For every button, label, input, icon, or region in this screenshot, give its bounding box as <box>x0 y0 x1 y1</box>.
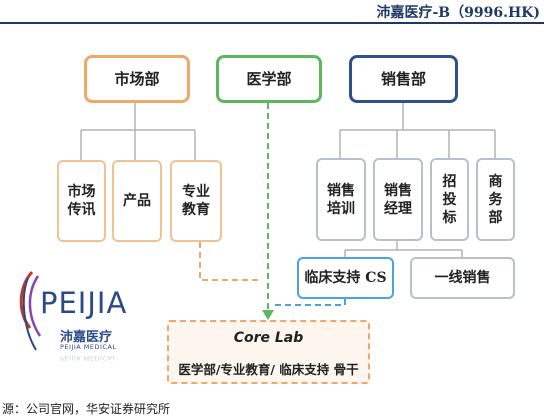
bidding-line1: 招 <box>442 173 457 190</box>
business-dept-box: 商 务 部 <box>476 158 515 241</box>
peijia-logo-mark-icon <box>19 271 42 351</box>
logo-english-name: PEIJIA MEDICAL <box>60 343 117 351</box>
core-lab-subtitle: 医学部/专业教育/ 临床支持 骨干 <box>178 362 359 377</box>
sales-training-line2: 培训 <box>327 200 355 217</box>
marketing-dept-box: 市场部 <box>84 55 190 103</box>
header-title: 沛嘉医疗-B（9996.HK) <box>376 5 540 21</box>
core-lab-box: Core Lab 医学部/专业教育/ 临床支持 骨干 <box>167 320 370 384</box>
frontline-sales-box: 一线销售 <box>410 257 515 299</box>
core-lab-title: Core Lab <box>233 330 304 346</box>
sales-training-line1: 销售 <box>327 182 355 199</box>
logo-chinese-name: 沛嘉医疗 <box>60 330 113 345</box>
sales-training-box: 销售 培训 <box>316 158 366 241</box>
professional-education-line2: 教育 <box>182 202 210 218</box>
sales-manager-line1: 销售 <box>384 182 412 199</box>
source-note: 源：公司官网，华安证券研究所 <box>2 402 171 416</box>
product-box: 产品 <box>112 160 162 242</box>
clinical-support-box: 临床支持 CS <box>297 257 394 299</box>
marketing-comms-line1: 市场 <box>67 184 96 200</box>
marketing-comms-box: 市场 传讯 <box>57 160 106 242</box>
professional-education-line1: 专业 <box>182 184 210 200</box>
peijia-logo: PEIJIA 沛嘉医疗 PEIJIA MEDICAL PEIJIA MEDICA… <box>10 268 150 378</box>
sales-manager-line2: 经理 <box>384 200 412 217</box>
product-label: 产品 <box>123 193 151 209</box>
business-dept-line1: 商 <box>488 173 503 190</box>
bidding-line2: 投 <box>442 191 457 208</box>
header-rule <box>0 22 544 24</box>
business-dept-line3: 部 <box>488 209 503 226</box>
sales-manager-box: 销售 经理 <box>373 158 423 241</box>
bidding-line3: 标 <box>442 209 457 226</box>
logo-wordmark: PEIJIA <box>40 286 128 320</box>
logo-reflection: PEIJIA MEDICAL <box>60 354 117 362</box>
sales-dept-box: 销售部 <box>349 55 458 103</box>
bidding-box: 招 投 标 <box>430 158 469 241</box>
medical-dept-box: 医学部 <box>216 55 322 103</box>
professional-education-box: 专业 教育 <box>170 160 222 242</box>
business-dept-line2: 务 <box>488 191 503 208</box>
marketing-comms-line2: 传讯 <box>67 202 96 218</box>
